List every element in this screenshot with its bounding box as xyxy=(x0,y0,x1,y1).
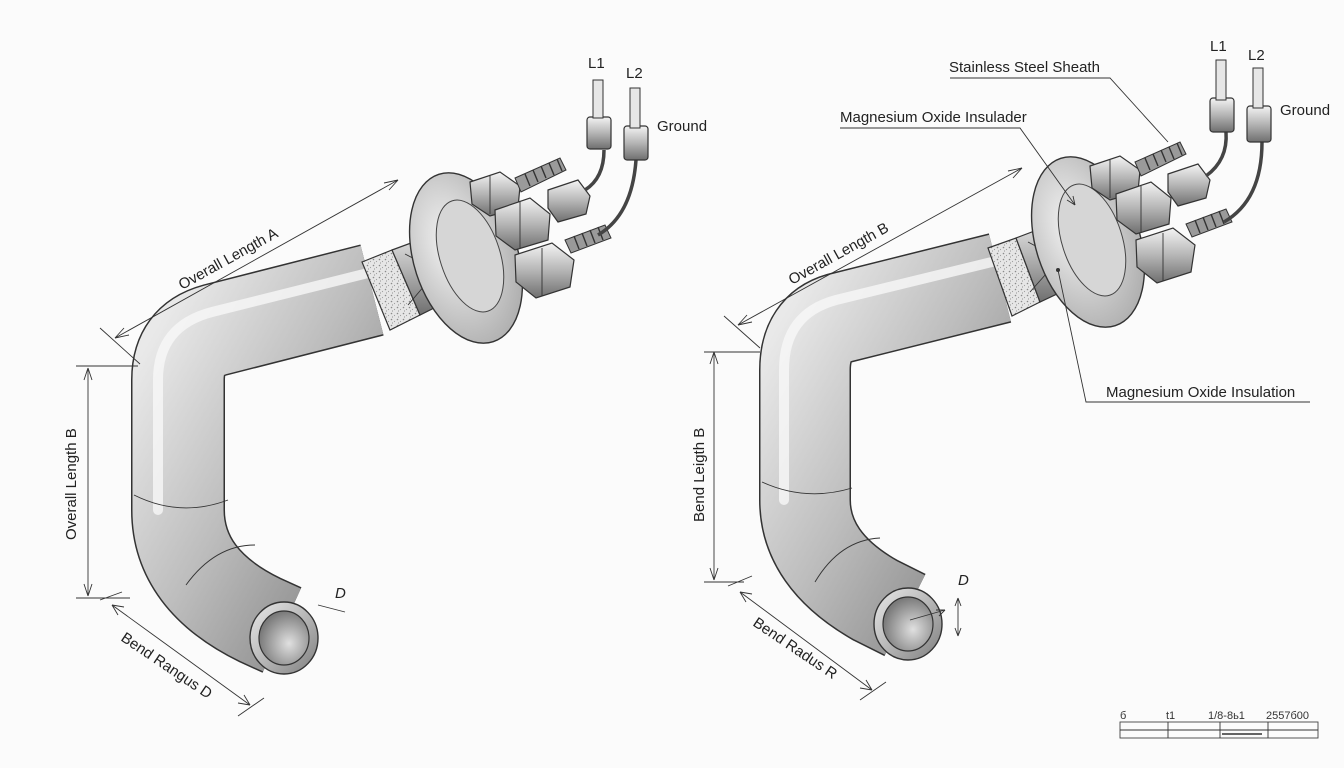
left-wire-l2 xyxy=(597,159,638,237)
left-dim-diameter: D xyxy=(317,585,346,613)
right-leader-sheath: Stainless Steel Sheath xyxy=(949,59,1169,143)
left-label-diameter: D xyxy=(335,585,346,602)
right-leader-insulation: Magnesium Oxide Insulation xyxy=(1056,268,1310,403)
left-label-l2: L2 xyxy=(626,65,643,82)
right-nut-lower xyxy=(1135,227,1196,284)
right-nut-middle xyxy=(1115,181,1172,235)
left-label-overall-length-b: Overall Length B xyxy=(63,428,80,540)
left-stud-lower xyxy=(564,224,612,254)
right-stud-top xyxy=(1134,141,1187,177)
right-leader-insulader: Magnesium Oxide Insulader xyxy=(840,109,1076,206)
left-tube-bore xyxy=(258,610,310,666)
right-label-insulation: Magnesium Oxide Insulation xyxy=(1106,384,1295,401)
right-washer-mid xyxy=(1167,163,1211,207)
title-block: б t1 1/8-8ь1 2557б00 xyxy=(1119,710,1319,739)
right-heater-view: L1 L2 Ground Stainless Steel Sheath Magn… xyxy=(691,38,1330,701)
left-washer-mid xyxy=(547,179,591,223)
right-label-l1: L1 xyxy=(1210,38,1227,55)
left-dim-overall-length-b: Overall Length B xyxy=(63,365,138,599)
right-wire-l2 xyxy=(1223,141,1264,224)
right-label-l2: L2 xyxy=(1248,47,1265,64)
title-block-cell-2: t1 xyxy=(1166,710,1175,722)
left-nut-lower xyxy=(514,242,575,299)
left-tube-body xyxy=(132,245,384,672)
right-tube-body xyxy=(760,234,1011,655)
right-label-bend-length-b: Bend Leigth B xyxy=(691,428,708,522)
right-stud-lower xyxy=(1185,208,1233,238)
left-terminal-l1 xyxy=(586,79,612,150)
left-tube-seam-2 xyxy=(185,544,256,586)
right-label-ground: Ground xyxy=(1280,102,1330,119)
title-block-cell-1: б xyxy=(1120,710,1126,722)
right-label-bend-radius: Bend Radus R xyxy=(750,614,841,683)
right-label-diameter: D xyxy=(958,572,969,589)
title-block-cell-4: 2557б00 xyxy=(1266,710,1309,722)
right-terminal-l1 xyxy=(1209,59,1235,133)
right-label-sheath: Stainless Steel Sheath xyxy=(949,59,1100,76)
right-label-insulader: Magnesium Oxide Insulader xyxy=(840,109,1027,126)
left-stud-top xyxy=(514,157,567,193)
right-tube-seam-1 xyxy=(761,481,853,495)
right-flange-rim xyxy=(1057,183,1127,297)
left-label-bend-radius: Bend Rangus D xyxy=(118,629,215,702)
left-heater-view: L1 L2 Ground Overall Length A Overall Le… xyxy=(63,55,707,717)
right-tube-highlight xyxy=(779,255,1005,505)
right-wire-l1 xyxy=(1204,131,1228,178)
left-tube-highlight xyxy=(153,267,377,515)
right-tube-bore xyxy=(882,596,934,652)
right-terminal-l2 xyxy=(1246,67,1272,143)
title-block-cell-3: 1/8-8ь1 xyxy=(1208,710,1245,722)
left-flange-rim xyxy=(435,199,505,313)
right-dim-bend-length-b: Bend Leigth B xyxy=(691,351,760,583)
right-dim-diameter: D xyxy=(909,572,969,637)
left-label-l1: L1 xyxy=(588,55,605,72)
right-tube-seam-2 xyxy=(814,537,881,583)
left-label-ground: Ground xyxy=(657,118,707,135)
left-tube-seam-1 xyxy=(133,494,229,509)
left-nut-middle xyxy=(494,197,551,251)
left-terminal-l2 xyxy=(623,87,649,161)
left-wire-l1 xyxy=(584,149,606,192)
